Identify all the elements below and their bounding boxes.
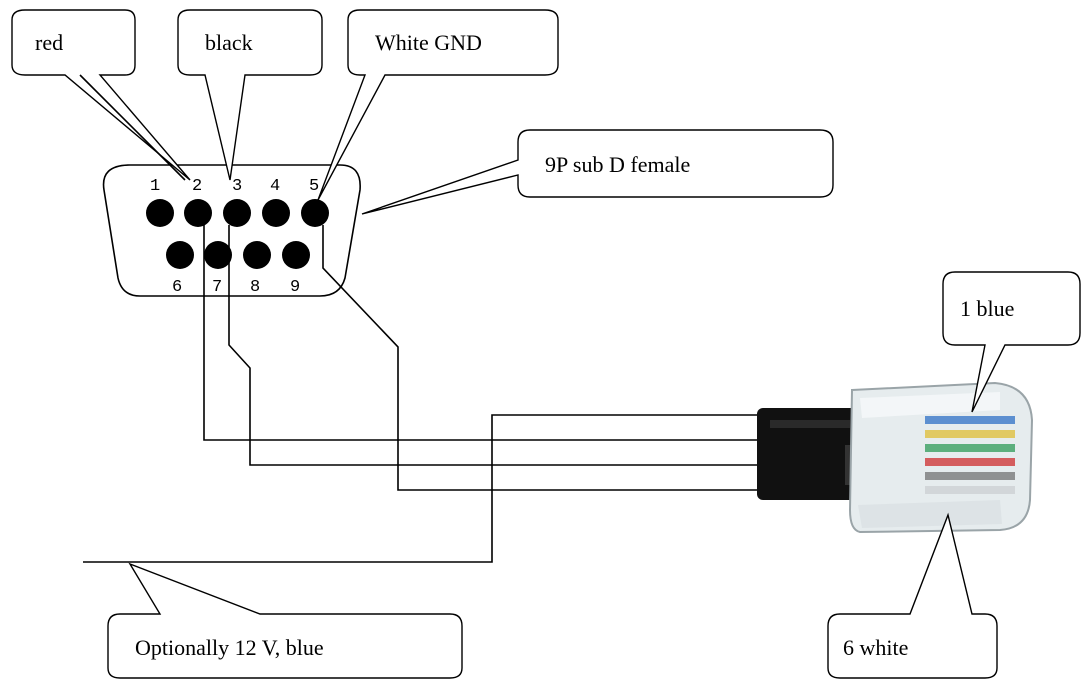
label-black: black xyxy=(205,30,253,55)
pin-9 xyxy=(282,241,310,269)
pin-number-1: 1 xyxy=(150,177,160,196)
wire-pin3 xyxy=(228,225,757,466)
pin-number-5: 5 xyxy=(309,177,319,196)
pin-number-4: 4 xyxy=(270,177,280,196)
db9-shell-outline xyxy=(102,164,361,297)
callout-white-gnd: White GND xyxy=(317,9,559,201)
pin-2 xyxy=(184,199,212,227)
plug-wire-black xyxy=(925,472,1015,480)
wire-pin2 xyxy=(203,225,757,441)
pin-8 xyxy=(243,241,271,269)
label-pin6-white: 6 white xyxy=(843,635,908,660)
label-red: red xyxy=(35,30,63,55)
plug-wire-blue xyxy=(925,416,1015,424)
cable-jacket xyxy=(757,408,867,500)
pin-3 xyxy=(223,199,251,227)
plug-wire-white xyxy=(925,486,1015,494)
callout-optional-12v: Optionally 12 V, blue xyxy=(107,562,463,679)
pin-4 xyxy=(262,199,290,227)
label-optional-12v: Optionally 12 V, blue xyxy=(135,635,324,660)
pin-1 xyxy=(146,199,174,227)
label-pin1-blue: 1 blue xyxy=(960,296,1014,321)
pin-number-8: 8 xyxy=(250,278,260,297)
label-connector-type: 9P sub D female xyxy=(545,152,690,177)
pin-number-6: 6 xyxy=(172,278,182,297)
pin-5 xyxy=(301,199,329,227)
callout-red: red xyxy=(11,9,191,181)
callout-black: black xyxy=(177,9,323,181)
callout-connector-type: 9P sub D female xyxy=(361,129,834,215)
callout-pin6-white: 6 white xyxy=(827,512,998,679)
pin-number-9: 9 xyxy=(290,278,300,297)
plug-wire-green xyxy=(925,444,1015,452)
wires xyxy=(83,225,757,563)
label-white-gnd: White GND xyxy=(375,30,482,55)
plug-wire-yellow xyxy=(925,430,1015,438)
wire-optional-12v xyxy=(83,414,757,563)
wire-pin5 xyxy=(322,225,757,491)
callout-pin1-blue: 1 blue xyxy=(942,271,1081,413)
pin-7 xyxy=(204,241,232,269)
rj-plug xyxy=(848,381,1034,534)
pin-number-7: 7 xyxy=(212,278,222,297)
pin-number-3: 3 xyxy=(232,177,242,196)
pin-number-2: 2 xyxy=(192,177,202,196)
db9-connector: 1 2 3 4 5 6 7 8 9 xyxy=(102,164,361,297)
pin-6 xyxy=(166,241,194,269)
plug-wire-red xyxy=(925,458,1015,466)
